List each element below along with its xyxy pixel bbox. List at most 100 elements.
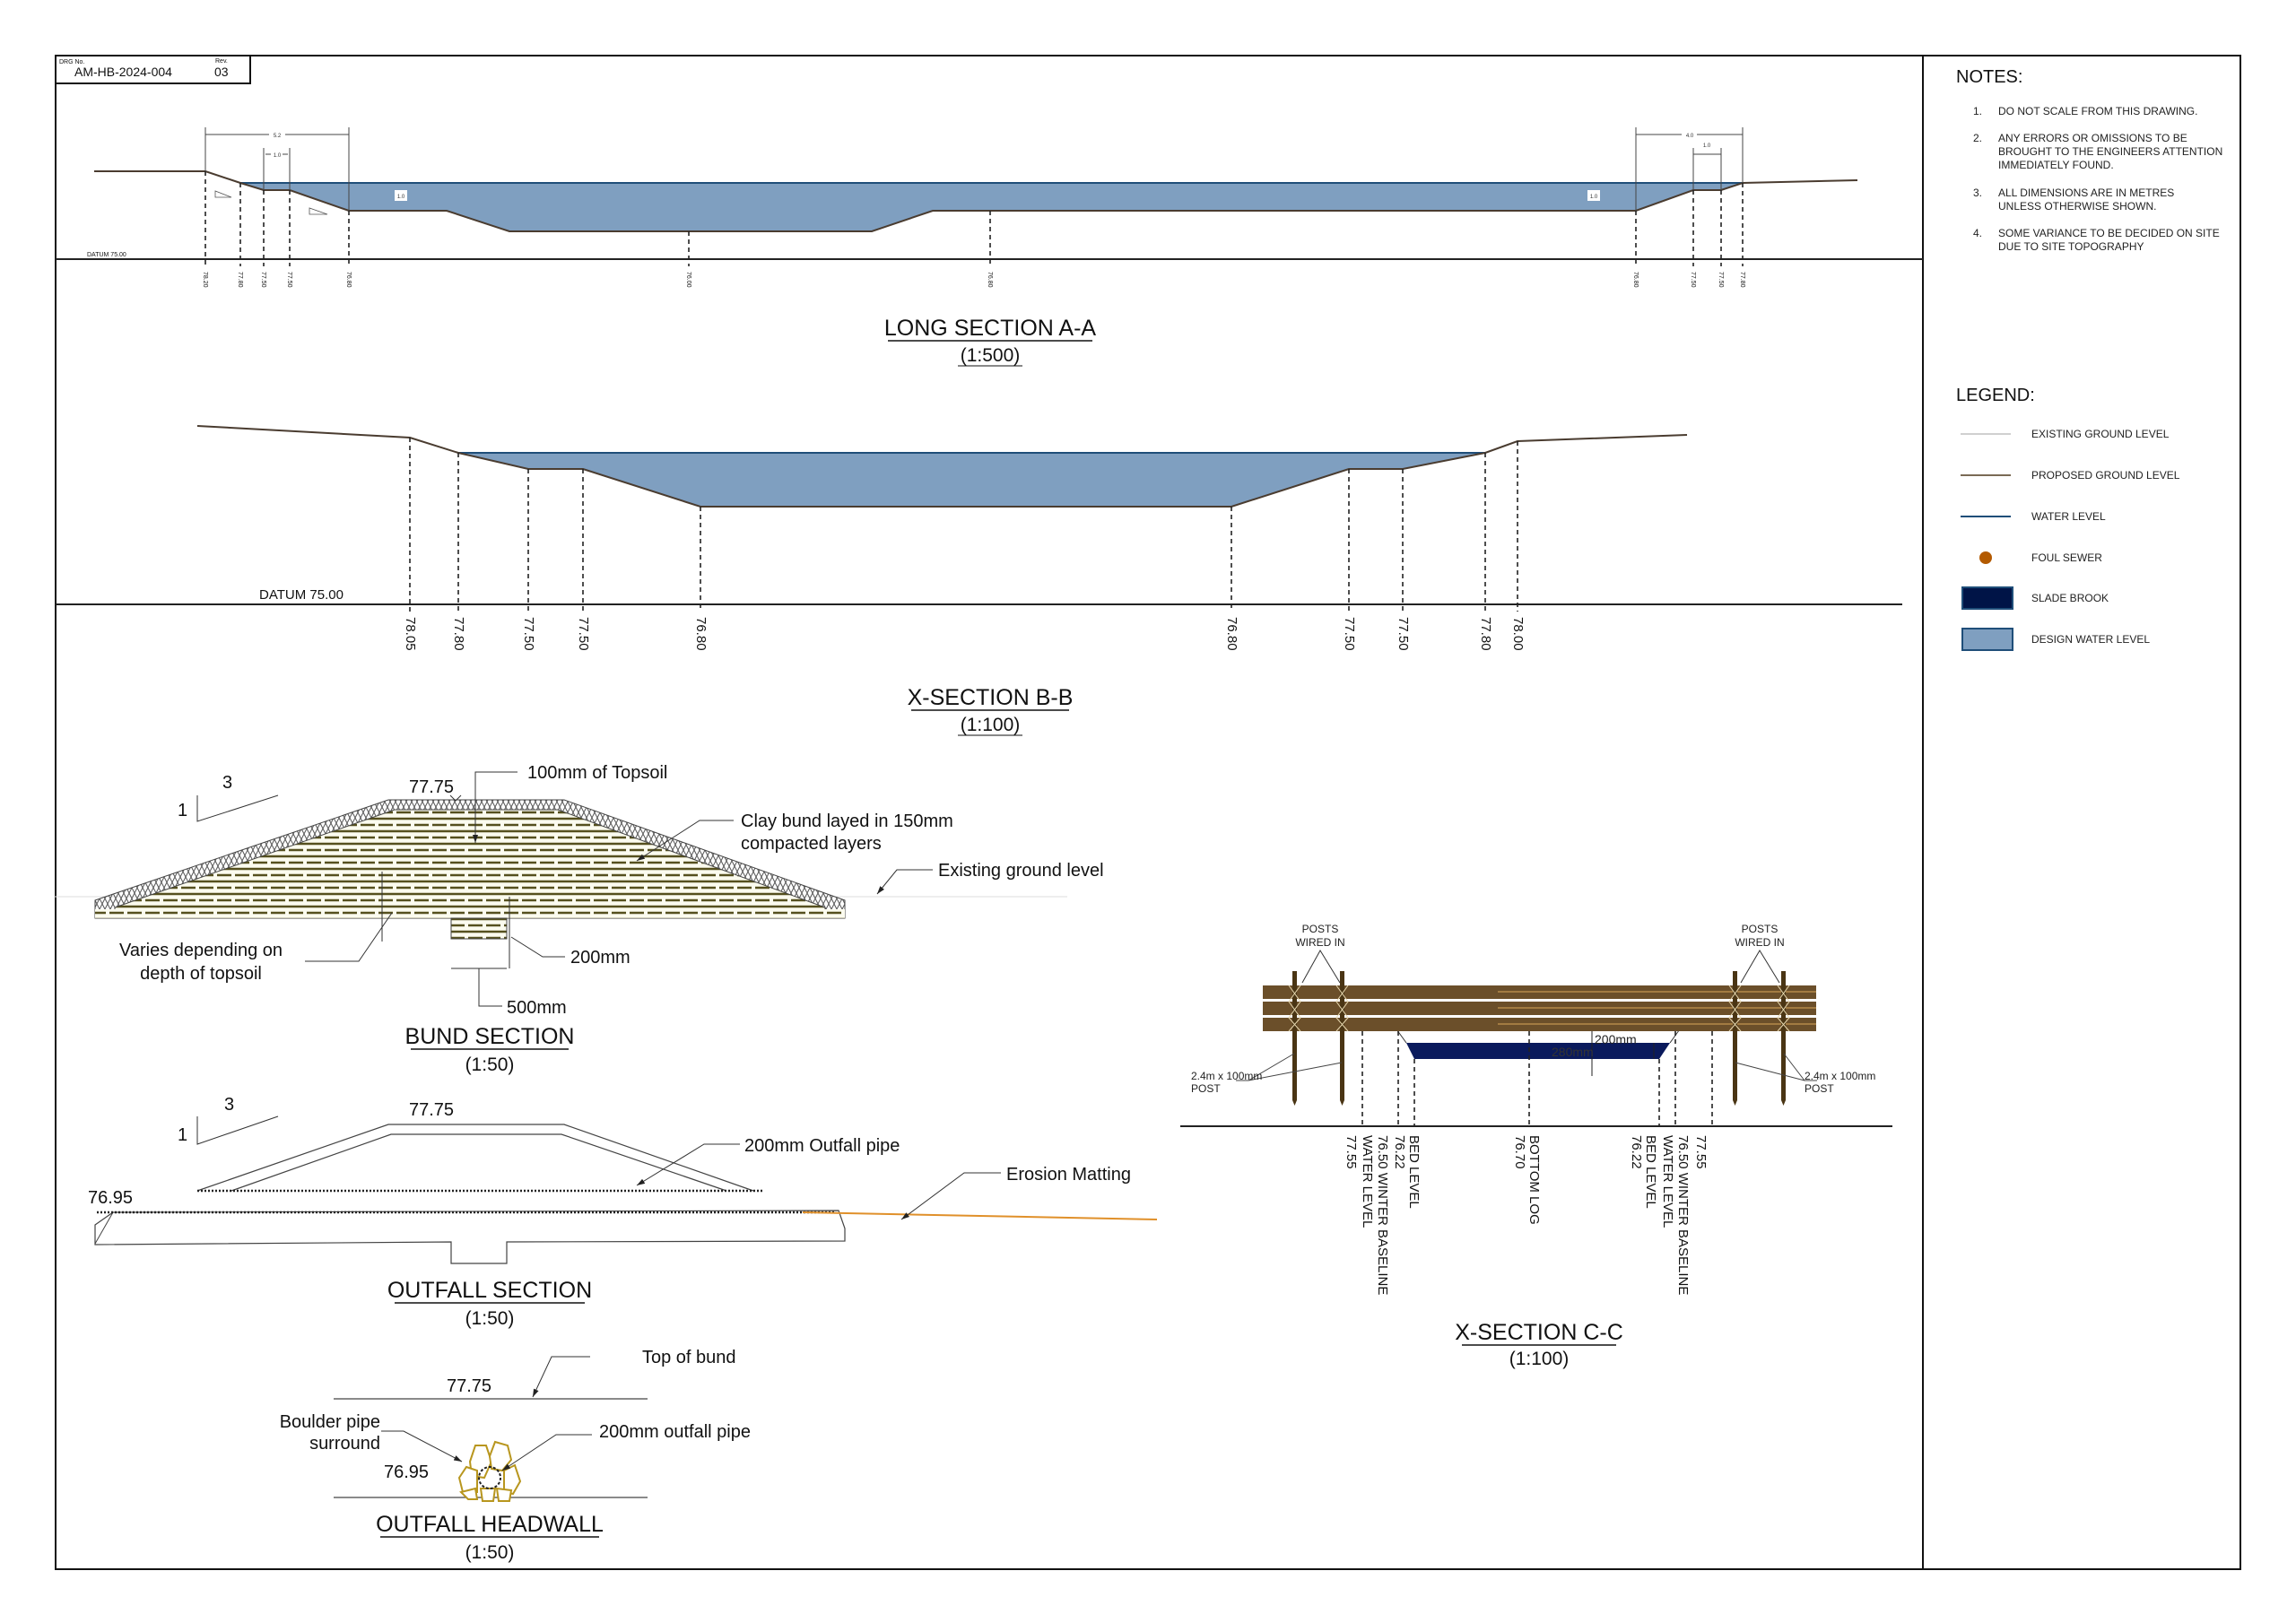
- sheet-border: [55, 55, 2241, 1570]
- level-label: 76.70: [1512, 1135, 1527, 1169]
- level-label: 76.80: [1224, 617, 1239, 651]
- level-label: 76.80: [1632, 272, 1639, 288]
- long-section-a-a: DATUM 75.00 78.20 77.80 77.50 77.50 76.80 76.…: [56, 127, 1923, 367]
- level-label: BOTTOM LOG: [1526, 1135, 1542, 1225]
- level-label: 77.55: [1693, 1135, 1709, 1169]
- note-text: DO NOT SCALE FROM THIS DRAWING.: [1998, 105, 2197, 117]
- existing-ground-note: Existing ground level: [938, 861, 1104, 881]
- posts-wired-right-l2: WIRED IN: [1735, 936, 1784, 949]
- level-label: 77.50: [1690, 272, 1696, 288]
- legend-heading: LEGEND:: [1956, 386, 2035, 405]
- slope-rise: 1: [178, 1125, 187, 1145]
- slope-indicator-icon: [214, 190, 328, 215]
- level-label: 76.00: [685, 272, 691, 288]
- post-left-l1: 2.4m x 100mm: [1191, 1070, 1262, 1082]
- legend-label: EXISTING GROUND LEVEL: [2031, 428, 2170, 440]
- note-text: DUE TO SITE TOPOGRAPHY: [1998, 240, 2144, 253]
- dim-left-total: 5.2: [274, 134, 282, 139]
- level-label: WATER LEVEL: [1660, 1135, 1675, 1228]
- level-label: 78.05: [403, 617, 418, 651]
- dim-left-bench: 1.0: [274, 153, 282, 159]
- level-label: 77.80: [451, 617, 466, 651]
- outfall-slab: [94, 1210, 846, 1264]
- level-label: 77.50: [1718, 272, 1724, 288]
- note-text: UNLESS OTHERWISE SHOWN.: [1998, 200, 2156, 213]
- slope-rise: 1: [178, 801, 187, 820]
- level-label: 77.55: [1344, 1135, 1359, 1169]
- legend-panel: LEGEND: EXISTING GROUND LEVEL PROPOSED GR…: [1956, 386, 2180, 651]
- legend-dot-icon: [1979, 551, 1992, 564]
- legend-box-icon: [1961, 586, 2013, 610]
- x-section-bb-scale: (1:100): [961, 715, 1021, 735]
- level-label: 76.50 WINTER BASELINE: [1675, 1135, 1691, 1295]
- post-right-l1: 2.4m x 100mm: [1805, 1070, 1875, 1082]
- outfall-headwall-scale: (1:50): [465, 1542, 515, 1563]
- level-label: 78.20: [202, 272, 208, 288]
- top-level: 77.75: [409, 777, 454, 797]
- post: [1781, 971, 1786, 1106]
- logs: [1263, 985, 1816, 1031]
- clay-note-line2: compacted layers: [741, 834, 882, 854]
- posts-wired-right-l1: POSTS: [1742, 923, 1779, 935]
- bund-section-scale: (1:50): [465, 1055, 515, 1075]
- level-label: 76.50 WINTER BASELINE: [1375, 1135, 1390, 1295]
- note-text: ANY ERRORS OR OMISSIONS TO BE: [1998, 132, 2187, 144]
- level-label: 77.80: [1739, 272, 1745, 288]
- outfall-pipe-note: 200mm outfall pipe: [599, 1422, 751, 1442]
- notes-panel: NOTES: 1. DO NOT SCALE FROM THIS DRAWING.…: [1956, 67, 2222, 253]
- level-label: BED LEVEL: [1643, 1135, 1658, 1209]
- note-text: BROUGHT TO THE ENGINEERS ATTENTION: [1998, 145, 2222, 158]
- legend-box-icon: [1961, 628, 2013, 651]
- note-number: 1.: [1973, 105, 1982, 117]
- slope-run: 3: [222, 773, 232, 793]
- legend-label: SLADE BROOK: [2031, 592, 2109, 604]
- note-text: ALL DIMENSIONS ARE IN METRES: [1998, 187, 2174, 199]
- notes-heading: NOTES:: [1956, 67, 2022, 87]
- key-depth-note: 200mm: [570, 948, 631, 968]
- slope-triangle-icon: [196, 1115, 279, 1145]
- depth-right: 1.0: [1590, 195, 1598, 200]
- drg-number: AM-HB-2024-004: [74, 65, 172, 79]
- varies-note-line1: Varies depending on: [119, 941, 283, 960]
- note-text: SOME VARIANCE TO BE DECIDED ON SITE: [1998, 227, 2220, 239]
- pipe-level: 76.95: [384, 1462, 429, 1482]
- datum-label: DATUM 75.00: [87, 252, 126, 258]
- level-label: BED LEVEL: [1406, 1135, 1422, 1209]
- datum-label: DATUM 75.00: [259, 587, 344, 603]
- wire-ties: [1288, 985, 1790, 1032]
- top-of-bund-note: Top of bund: [642, 1348, 736, 1367]
- depth-left: 1.0: [397, 195, 405, 200]
- level-label: 77.50: [576, 617, 591, 651]
- outfall-pipe-note: 200mm Outfall pipe: [744, 1136, 900, 1156]
- boulder-note-line1: Boulder pipe: [280, 1412, 380, 1432]
- level-label: 77.50: [1342, 617, 1357, 651]
- key-width-note: 500mm: [507, 998, 567, 1018]
- dim-right-bench: 1.0: [1703, 143, 1711, 149]
- x-section-cc-scale: (1:100): [1509, 1349, 1570, 1369]
- dim-depth: 280mm: [1552, 1045, 1594, 1059]
- outfall-section-scale: (1:50): [465, 1308, 515, 1329]
- level-label: 78.00: [1510, 617, 1526, 651]
- design-water-fill: [240, 183, 1743, 231]
- erosion-matting-line: [802, 1211, 1158, 1220]
- note-number: 3.: [1973, 187, 1982, 199]
- slope-run: 3: [224, 1095, 234, 1115]
- clay-note-line1: Clay bund layed in 150mm: [741, 812, 953, 831]
- level-label: 77.80: [1478, 617, 1493, 651]
- level-label: 77.50: [1396, 617, 1411, 651]
- post-left-l2: POST: [1191, 1082, 1221, 1095]
- boulder-surround-icon: [457, 1440, 522, 1502]
- level-marker-icon: [449, 794, 462, 802]
- key-trench: [450, 917, 508, 940]
- posts-wired-left-l2: WIRED IN: [1295, 936, 1344, 949]
- dim-gap: 200mm: [1595, 1032, 1637, 1046]
- note-text: IMMEDIATELY FOUND.: [1998, 159, 2114, 171]
- pipe-level: 76.95: [88, 1188, 133, 1208]
- long-section-scale: (1:500): [961, 345, 1021, 366]
- legend-label: DESIGN WATER LEVEL: [2031, 633, 2150, 646]
- level-label: 76.22: [1629, 1135, 1644, 1169]
- legend-label: PROPOSED GROUND LEVEL: [2031, 469, 2180, 482]
- topsoil-note: 100mm of Topsoil: [527, 763, 667, 783]
- level-label: WATER LEVEL: [1360, 1135, 1375, 1228]
